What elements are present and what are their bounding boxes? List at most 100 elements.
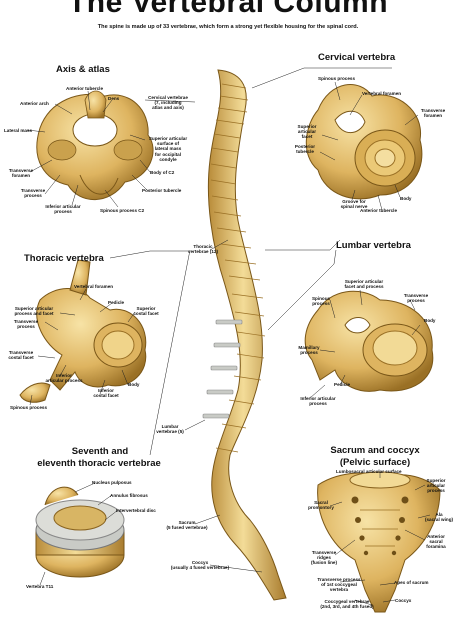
label-annulus-fibrosus: Annulus fibrosus	[110, 493, 148, 498]
section-cervical: Cervical vertebra	[318, 52, 396, 63]
label-lumb-inferior-articular: Inferior articular process	[292, 396, 344, 406]
label-line: Superior	[297, 124, 317, 129]
label-line: Spinous	[311, 296, 331, 301]
label-coccyx-spine: Coccyx (usually 4 fused vertebrae)	[162, 560, 238, 570]
label-lumb-mamillary: Mamillary process	[292, 345, 326, 355]
label-spinous-process-c2: Spinous process C2	[100, 208, 145, 213]
axis-atlas-illustration	[36, 90, 154, 201]
label-line: Inferior articular	[45, 204, 81, 209]
label-cerv-spinous: Spinous process	[318, 76, 356, 81]
cervical-vertebra-illustration	[305, 84, 423, 200]
label-thor-superior-articular: Superior articular process and facet	[6, 306, 62, 316]
label-line: vertebra	[329, 587, 349, 593]
label-cerv-vertebral-foramen: Vertebral foramen	[362, 91, 402, 96]
page-title: The Vertebral Column	[67, 0, 389, 19]
label-line: foramina	[426, 544, 446, 550]
label-line: foramen	[11, 173, 31, 179]
label-line: articular	[297, 129, 317, 135]
label-line: vertebrae (12)	[187, 249, 219, 255]
thoracic-vertebra-illustration	[19, 259, 147, 403]
label-line: process	[17, 324, 35, 330]
label-line: condyle	[159, 156, 177, 162]
label-coccygeal-vertebrae: Coccygeal vertebrae (2nd, 3rd, and 4th f…	[310, 599, 384, 609]
label-thor-spinous: Spinous process	[10, 405, 48, 410]
label-anterior-arch: Anterior arch	[20, 101, 49, 106]
label-line: ridges	[317, 555, 331, 561]
label-line: costal facet	[93, 393, 119, 399]
label-ala: Ala (sacral wing)	[422, 512, 456, 522]
label-sac-superior-articular: Superior articular process	[418, 478, 454, 494]
label-thor-transverse-costal: Transverse costal facet	[2, 350, 40, 360]
label-posterior-tubercle: Posterior tubercle	[142, 188, 182, 193]
label-lateral-mass: Lateral mass	[4, 128, 33, 133]
label-thoracic-vertebrae: Thoracic vertebrae (12)	[180, 244, 226, 254]
label-line: process	[300, 350, 318, 356]
label-cerv-transverse-foramen: Transverse foramen	[414, 108, 452, 118]
label-line: (usually 4 fused vertebrae)	[170, 565, 230, 571]
label-line: articular process	[45, 378, 83, 384]
label-line: Inferior	[98, 388, 114, 393]
label-transverse-coccygeal: Transverse process of 1st coccygeal vert…	[310, 577, 368, 593]
intervertebral-disc-illustration	[35, 486, 125, 578]
label-line: Groove for	[342, 199, 366, 204]
spinal-column-illustration	[202, 69, 287, 601]
section-lumbar: Lumbar vertebra	[336, 240, 411, 251]
label-lumbar-vertebrae: Lumbar vertebrae (5)	[150, 424, 190, 434]
label-line: spinal nerve	[340, 204, 368, 210]
label-coccyx: Coccyx	[395, 598, 412, 603]
label-anterior-tubercle: Anterior tubercle	[66, 86, 104, 91]
label-line: costal facet	[133, 311, 159, 317]
label-line: process	[427, 488, 445, 494]
label-line: Superior articular	[344, 279, 384, 284]
label-line: facet and process	[344, 284, 384, 290]
label-line: process	[312, 301, 330, 307]
label-line: Lumbar	[161, 424, 179, 429]
label-line: process and facet	[14, 311, 54, 317]
label-line: tubercle	[296, 149, 314, 155]
label-line: Superior articular	[148, 136, 188, 141]
label-line: Sacral	[314, 500, 328, 505]
label-thor-inferior-costal: Inferior costal facet	[88, 388, 124, 398]
label-line: vertebrae (5)	[156, 429, 184, 435]
label-cerv-body: Body	[400, 196, 412, 201]
label-line: Transverse	[20, 188, 46, 193]
label-line: Transverse	[420, 108, 446, 113]
label-line: Cervical vertebrae	[148, 95, 188, 100]
label-sacral-promontory: Sacral promontory	[304, 500, 338, 510]
label-line: (7, including	[154, 100, 182, 106]
label-thor-vertebral-foramen: Vertebral foramen	[74, 284, 114, 289]
label-apex-sacrum: Apex of sacrum	[394, 580, 429, 585]
label-body-c2: Body of C2	[150, 170, 175, 175]
label-cerv-groove: Groove for spinal nerve	[336, 199, 372, 209]
label-superior-articular-surface: Superior articular surface of lateral ma…	[140, 136, 196, 162]
label-line: process	[309, 401, 327, 407]
section-axis-atlas: Axis & atlas	[56, 64, 110, 75]
label-lumbosacral-surface: Lumbosacral articular surface	[336, 469, 402, 474]
label-line: Transverse	[13, 319, 39, 324]
label-dens: Dens	[108, 96, 120, 101]
label-line: Coccyx	[191, 560, 209, 565]
label-thor-inferior-articular: Inferior articular process	[40, 373, 88, 383]
label-line: Superior articular	[14, 306, 54, 311]
label-line: Ala	[435, 512, 443, 517]
label-line: sacral	[429, 539, 443, 545]
label-transverse-ridges: Transverse ridges (fusion line)	[304, 550, 344, 566]
label-line: Mamillary	[298, 345, 320, 350]
label-sacrum-spine: Sacrum (5 fused vertebrae)	[158, 520, 216, 530]
label-line: Thoracic	[193, 244, 213, 249]
label-cerv-superior-articular: Superior articular facet	[290, 124, 324, 140]
label-line: (2nd, 3rd, and 4th fused)	[320, 604, 374, 610]
label-line: Superior	[426, 478, 446, 483]
label-line: foramen	[423, 113, 443, 119]
label-line: Inferior articular	[300, 396, 336, 401]
label-line: Inferior	[56, 373, 72, 378]
label-lumb-pedicle: Pedicle	[334, 382, 351, 387]
label-line: atlas and axis)	[152, 105, 184, 111]
label-line: of 1st coccygeal	[321, 582, 357, 588]
label-line: Coccygeal vertebrae	[324, 599, 370, 604]
label-thor-body: Body	[128, 382, 140, 387]
label-line: (fusion line)	[310, 560, 338, 566]
label-line: process	[407, 298, 425, 304]
